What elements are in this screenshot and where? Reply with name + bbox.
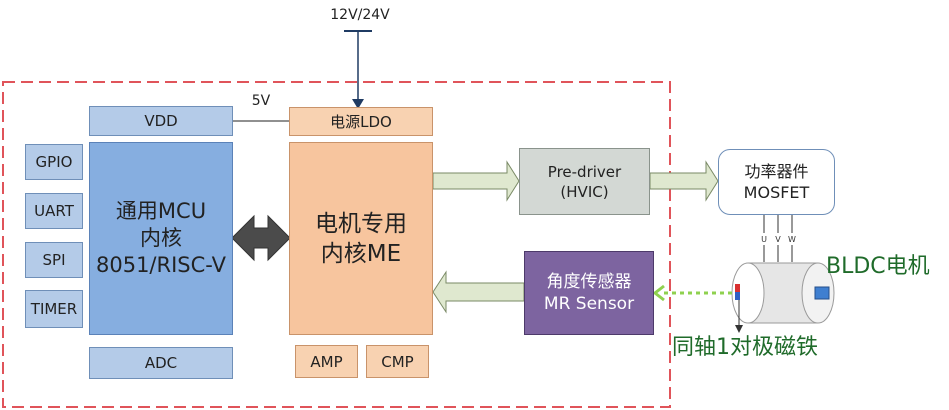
vdd-voltage-label: 5V bbox=[251, 93, 271, 109]
predriver-subtitle: (HVIC) bbox=[560, 182, 609, 201]
bldc-motor-icon bbox=[731, 262, 835, 324]
uart-block: UART bbox=[25, 193, 83, 229]
supply-arrowhead bbox=[352, 99, 364, 109]
mcu-title: 通用MCU bbox=[115, 199, 207, 223]
mcu-subtitle: 内核 bbox=[140, 226, 182, 250]
sensor-to-me-arrow bbox=[432, 270, 525, 314]
gpio-block: GPIO bbox=[25, 144, 83, 180]
me-title: 电机专用 bbox=[315, 210, 407, 237]
magnet-pointer-arrowhead bbox=[735, 325, 743, 333]
spi-block: SPI bbox=[25, 242, 83, 278]
sensor-subtitle: MR Sensor bbox=[543, 294, 635, 314]
adc-block: ADC bbox=[89, 347, 233, 379]
bldc-motor-label: BLDC电机 bbox=[826, 254, 930, 279]
timer-block: TIMER bbox=[25, 290, 83, 328]
mosfet-block: 功率器件 MOSFET bbox=[718, 149, 835, 215]
phase-label-bg-w bbox=[787, 233, 797, 245]
phase-label-bg-u bbox=[759, 233, 769, 245]
mcu-core-block: 通用MCU 内核 8051/RISC-V bbox=[89, 142, 233, 335]
mcu-me-double-arrow bbox=[231, 214, 291, 262]
mosfet-subtitle: MOSFET bbox=[743, 183, 810, 202]
predriver-block: Pre-driver (HVIC) bbox=[519, 148, 650, 215]
mcu-arch: 8051/RISC-V bbox=[95, 253, 226, 277]
amp-block: AMP bbox=[295, 345, 358, 378]
phase-label-w: W bbox=[788, 234, 796, 244]
chip-boundary bbox=[2, 81, 671, 408]
phase-label-v: V bbox=[775, 234, 781, 244]
ldo-block: 电源LDO bbox=[289, 107, 433, 136]
predriver-to-mosfet-arrow bbox=[649, 160, 719, 202]
phase-label-bg-v bbox=[773, 233, 783, 245]
supply-voltage-label: 12V/24V bbox=[330, 7, 390, 23]
me-to-predriver-arrow bbox=[432, 160, 520, 202]
angle-sensor-block: 角度传感器 MR Sensor bbox=[524, 251, 654, 335]
coaxial-magnet-icon bbox=[735, 284, 740, 300]
vdd-block: VDD bbox=[89, 106, 233, 136]
predriver-title: Pre-driver bbox=[547, 162, 622, 181]
sensing-arrowhead bbox=[652, 284, 665, 302]
motor-engine-block: 电机专用 内核ME bbox=[289, 142, 433, 335]
sensor-title: 角度传感器 bbox=[546, 272, 632, 292]
mosfet-title: 功率器件 bbox=[744, 162, 809, 181]
cmp-block: CMP bbox=[366, 345, 429, 378]
phase-label-u: U bbox=[761, 234, 767, 244]
me-subtitle: 内核ME bbox=[320, 240, 402, 267]
magnet-label: 同轴1对极磁铁 bbox=[672, 335, 818, 360]
